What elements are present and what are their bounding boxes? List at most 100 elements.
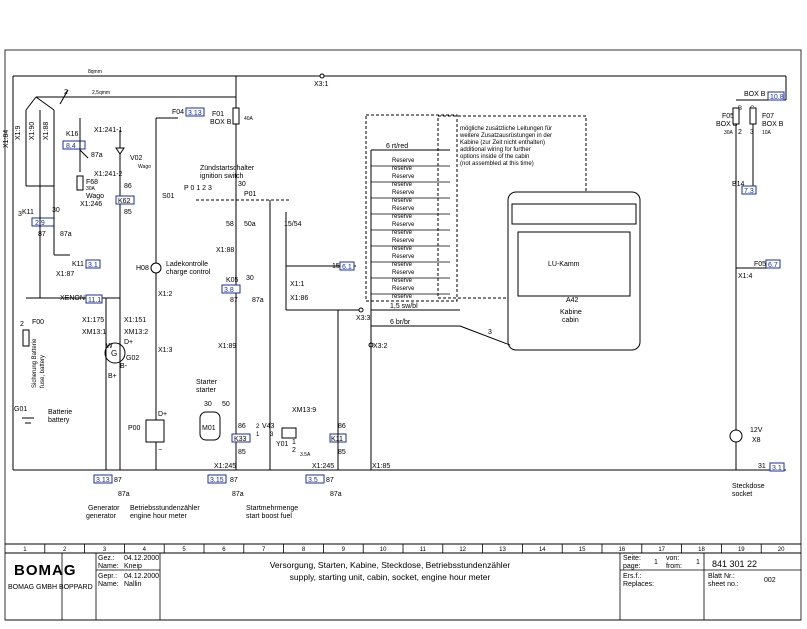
x1-89-label: X1:89 xyxy=(218,343,236,350)
x8-label: X8 xyxy=(752,437,761,444)
boost-87a: 87a xyxy=(330,491,342,498)
boost-ref-box[interactable] xyxy=(305,474,325,484)
f68-30a: 30A xyxy=(86,186,96,192)
f04-ref[interactable]: 3.13 xyxy=(188,110,202,117)
device-gauge xyxy=(517,231,631,297)
k11-label-2: K11 xyxy=(72,261,84,268)
f05-label: F05 xyxy=(722,113,734,120)
k33-ref-box[interactable] xyxy=(231,433,251,443)
boost-87: 87 xyxy=(326,477,334,484)
x31-ref-box[interactable] xyxy=(769,462,785,472)
b-term: B xyxy=(738,106,742,112)
f05-ref-box[interactable] xyxy=(765,259,781,269)
x1-241-1-label: X1:241-1 xyxy=(94,127,123,134)
box-b-2: BOX B xyxy=(716,121,738,128)
name-label-1: Name: xyxy=(98,563,119,570)
d-plus-label: D+ xyxy=(124,339,133,346)
k62-ref-box[interactable] xyxy=(115,195,135,205)
p00-dplus: D+ xyxy=(158,411,167,418)
k11b-ref[interactable]: 3.1 xyxy=(88,262,98,269)
hour-87a: 87a xyxy=(232,491,244,498)
k05-ref[interactable]: 3.8 xyxy=(224,287,234,294)
starter-de: Starter xyxy=(196,379,218,386)
boost-ref[interactable]: 3.5 xyxy=(308,477,318,484)
batt-en: battery xyxy=(48,417,70,424)
hour-ref[interactable]: 3.15 xyxy=(210,477,224,484)
cabin-label: cabin xyxy=(562,317,579,324)
v02-diode xyxy=(115,147,125,155)
reserve-label: reserve xyxy=(392,294,413,300)
column-number: 19 xyxy=(738,547,745,553)
sheet-label: sheet no.: xyxy=(708,581,739,588)
k05-ref-box[interactable] xyxy=(221,284,241,294)
reserve-label: Reserve xyxy=(392,238,415,244)
t3-label: 3 xyxy=(18,211,22,218)
f01-40a: 40A xyxy=(244,116,254,122)
b14-ref-box[interactable] xyxy=(741,185,757,195)
name-label-2: Name: xyxy=(98,581,119,588)
m01-50: 50 xyxy=(222,401,230,408)
gen-ref-box[interactable] xyxy=(93,474,113,484)
f04-ref-box[interactable] xyxy=(185,107,205,117)
k62-label[interactable]: K62 xyxy=(118,198,131,205)
gen-de: Generator xyxy=(88,505,120,512)
from-label: from: xyxy=(666,563,682,570)
xenon-ref-box[interactable] xyxy=(85,294,103,304)
note-en-2: options inside of the cabin xyxy=(460,154,529,160)
x1-15-ref-box[interactable] xyxy=(339,261,355,271)
x31-ref[interactable]: 3.1 xyxy=(772,465,782,472)
k16-ref-box[interactable] xyxy=(62,140,86,150)
f05-ref[interactable]: 6.7 xyxy=(768,262,778,269)
xm13-9-label: XM13:9 xyxy=(292,407,316,414)
f68-label: F68 xyxy=(86,179,98,186)
hour-en: engine hour meter xyxy=(130,513,187,520)
s01-50a: 50a xyxy=(244,221,256,228)
x1-15-ref[interactable]: 6.1 xyxy=(342,264,352,271)
note-de-1: mögliche zusätzliche Leitungen für xyxy=(460,126,552,132)
column-number: 9 xyxy=(342,547,346,553)
box-b-ref-box[interactable] xyxy=(767,91,785,101)
m01-label: M01 xyxy=(202,425,216,432)
column-number: 14 xyxy=(539,547,546,553)
wire-25-label: 2,5qmm xyxy=(92,90,110,96)
reserve-label: reserve xyxy=(392,246,413,252)
hour-ref-box[interactable] xyxy=(207,474,227,484)
box-b-1: BOX B xyxy=(210,119,232,126)
h08-label: H08 xyxy=(136,265,149,272)
xm13-1-label: XM13:1 xyxy=(82,329,106,336)
column-number: 16 xyxy=(619,547,626,553)
x1-90-label: X1:90 xyxy=(29,122,36,140)
box-b-ref[interactable]: 10.8 xyxy=(770,94,784,101)
k62-86: 86 xyxy=(124,183,132,190)
fuse-de-label: Sicherung Batterie xyxy=(32,338,38,388)
v43-label: V43 xyxy=(262,423,275,430)
k11-coil-label[interactable]: K11 xyxy=(331,436,343,443)
name-1: Kneip xyxy=(124,563,142,570)
gen-ref[interactable]: 3.13 xyxy=(96,477,110,484)
x1-4-label: X1:4 xyxy=(738,273,753,280)
k11b-ref-box[interactable] xyxy=(85,259,101,269)
k33-label[interactable]: K33 xyxy=(234,436,247,443)
reserve-wire-list: ReservereserveReservereserveReservereser… xyxy=(371,158,450,300)
x1-151-label: X1:151 xyxy=(124,317,146,324)
socket-en: socket xyxy=(732,491,752,498)
k16-87a: 87a xyxy=(91,152,103,159)
column-number: 7 xyxy=(262,547,266,553)
h08-lamp xyxy=(150,262,162,274)
s01-label: S01 xyxy=(162,193,175,200)
x1-87-label: X1:87 xyxy=(56,271,74,278)
column-number: 3 xyxy=(103,547,107,553)
b14-ref[interactable]: 7.3 xyxy=(744,188,754,195)
name-2: Nallin xyxy=(124,581,142,588)
x3-2-label: X3:2 xyxy=(373,343,388,350)
k05-label: K05 xyxy=(226,277,239,284)
xenon-ref[interactable]: 11.1 xyxy=(88,297,101,304)
cable-6br: 6 br/br xyxy=(390,319,411,326)
replaces-label: Replaces: xyxy=(623,581,654,588)
y01-35a: 3.5A xyxy=(300,452,311,458)
k16-ref[interactable]: 8.4 xyxy=(66,143,76,150)
reserve-label: reserve xyxy=(392,278,413,284)
column-number: 2 xyxy=(63,547,67,553)
